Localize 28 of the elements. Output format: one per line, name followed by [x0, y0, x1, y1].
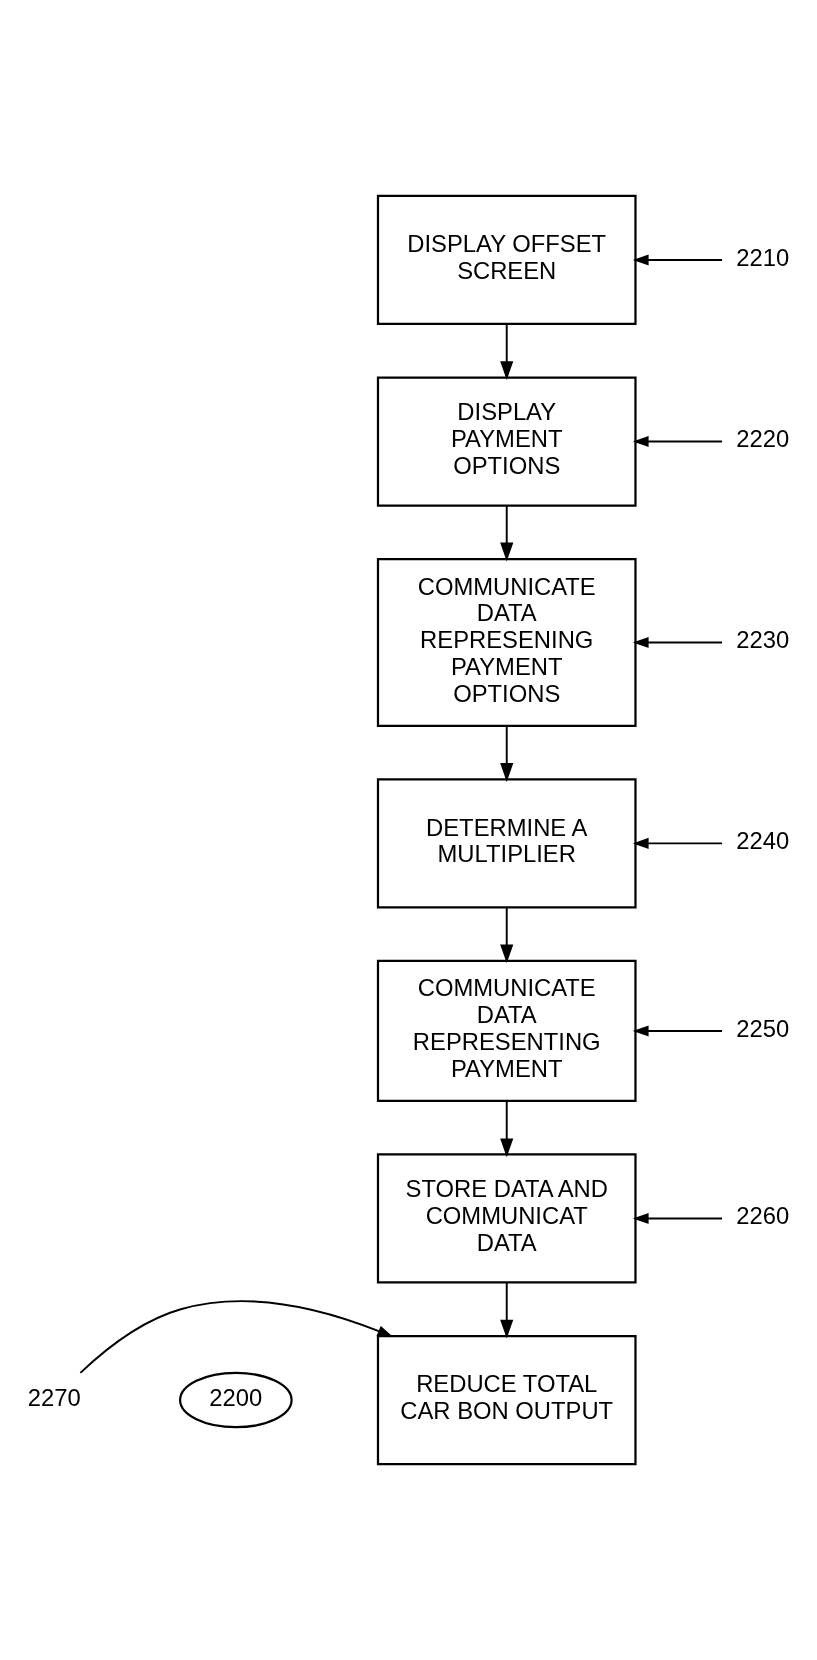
- node-box: DISPLAY PAYMENT OPTIONS: [376, 376, 637, 507]
- node-box: DETERMINE A MULTIPLIER: [376, 778, 637, 909]
- node-text: 2220: [736, 425, 790, 453]
- node-text: 2270: [27, 1383, 81, 1411]
- node-box: COMMUNICATE DATA REPRESENTING PAYMENT: [376, 959, 637, 1102]
- node-text: 2260: [736, 1202, 790, 1230]
- node-text: 2210: [736, 243, 790, 271]
- node-text: 2230: [736, 626, 790, 654]
- arrow: [632, 837, 724, 849]
- arrow: [632, 436, 724, 448]
- arrow: [79, 1300, 394, 1374]
- node-box: REDUCE TOTAL CAR BON OUTPUT: [376, 1334, 637, 1466]
- arrow: [500, 504, 514, 562]
- node-text: 2240: [736, 827, 790, 855]
- arrow: [632, 1025, 724, 1037]
- arrow: [500, 725, 514, 782]
- node-box: DISPLAY OFFSET SCREEN: [376, 194, 637, 326]
- node-ellipse: 2200: [179, 1371, 293, 1429]
- arrow: [500, 906, 514, 964]
- arrow: [632, 1212, 724, 1224]
- arrow: [500, 323, 514, 380]
- node-text: 2250: [736, 1014, 790, 1042]
- node-box: STORE DATA AND COMMUNICAT DATA: [376, 1153, 637, 1284]
- node-box: COMMUNICATE DATA REPRESENING PAYMENT OPTIONS: [376, 558, 637, 727]
- arrow: [632, 254, 724, 266]
- arrow: [632, 636, 724, 648]
- arrow: [500, 1281, 514, 1339]
- arrow: [500, 1100, 514, 1158]
